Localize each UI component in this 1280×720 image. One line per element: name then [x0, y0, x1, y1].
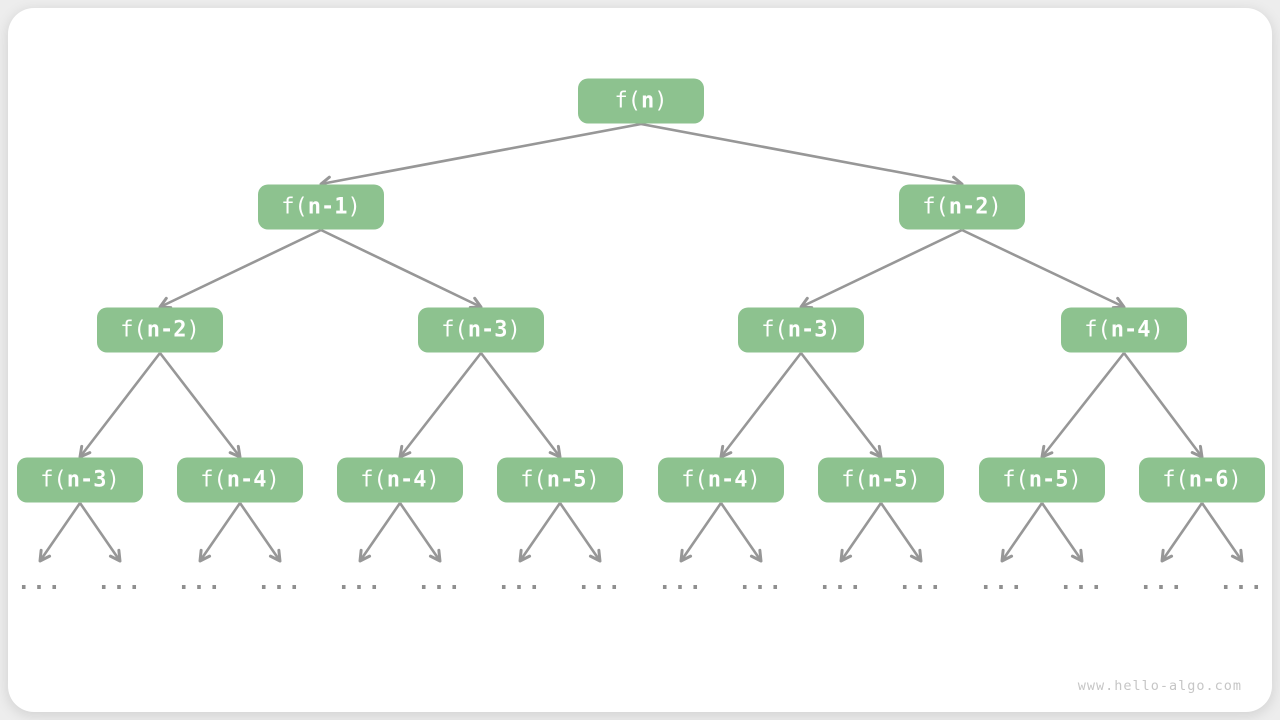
node-f-n-4: f(n-4)	[1061, 307, 1187, 353]
node-text-suffix: )	[747, 467, 761, 493]
node-text-arg: n-5	[1028, 467, 1069, 493]
node-text-prefix: f(	[40, 467, 67, 493]
node-text-arg: n-6	[1188, 467, 1229, 493]
node-text-suffix: )	[347, 194, 361, 220]
node-text-arg: n-3	[787, 317, 828, 343]
node-text-suffix: )	[1068, 467, 1082, 493]
node-f-n-5: f(n-5)	[979, 457, 1105, 503]
node-text-suffix: )	[654, 88, 668, 114]
node-text-prefix: f(	[922, 194, 949, 220]
node-f-n-5: f(n-5)	[818, 457, 944, 503]
node-text-arg: n-1	[307, 194, 348, 220]
node-text-prefix: f(	[520, 467, 547, 493]
node-f-n-2: f(n-2)	[97, 307, 223, 353]
node-text-suffix: )	[907, 467, 921, 493]
node-f-n-4: f(n-4)	[658, 457, 784, 503]
node-text-suffix: )	[1228, 467, 1242, 493]
node-text-arg: n-3	[66, 467, 107, 493]
node-text-prefix: f(	[681, 467, 708, 493]
node-f-n-4: f(n-4)	[337, 457, 463, 503]
node-text-arg: n-5	[867, 467, 908, 493]
node-f-n-5: f(n-5)	[497, 457, 623, 503]
node-f-n-2: f(n-2)	[899, 184, 1025, 230]
node-text-arg: n-2	[146, 317, 187, 343]
node-text-suffix: )	[1150, 317, 1164, 343]
node-text-prefix: f(	[614, 88, 642, 114]
node-f-n-3: f(n-3)	[418, 307, 544, 353]
node-text-arg: n-4	[226, 467, 267, 493]
node-text-arg: n-4	[707, 467, 748, 493]
node-text-suffix: )	[186, 317, 200, 343]
watermark: www.hello-algo.com	[1077, 678, 1242, 694]
node-text-suffix: )	[827, 317, 841, 343]
node-text-prefix: f(	[441, 317, 468, 343]
node-text-suffix: )	[586, 467, 600, 493]
node-f-n-1: f(n-1)	[258, 184, 384, 230]
node-text-suffix: )	[266, 467, 280, 493]
node-text-prefix: f(	[120, 317, 147, 343]
node-text-prefix: f(	[200, 467, 227, 493]
node-f-n-6: f(n-6)	[1139, 457, 1265, 503]
node-f-n: f(n)	[578, 78, 704, 124]
node-text-arg: n-5	[546, 467, 587, 493]
node-text-prefix: f(	[761, 317, 788, 343]
node-text-prefix: f(	[1162, 467, 1189, 493]
node-f-n-3: f(n-3)	[17, 457, 143, 503]
node-text-suffix: )	[106, 467, 120, 493]
node-text-suffix: )	[988, 194, 1002, 220]
node-text-suffix: )	[507, 317, 521, 343]
node-text-arg: n-3	[467, 317, 508, 343]
node-text-arg: n-4	[386, 467, 427, 493]
node-text-prefix: f(	[281, 194, 308, 220]
node-text-suffix: )	[426, 467, 440, 493]
node-text-prefix: f(	[360, 467, 387, 493]
node-f-n-4: f(n-4)	[177, 457, 303, 503]
node-text-arg: n	[641, 88, 655, 114]
node-text-arg: n-2	[948, 194, 989, 220]
node-f-n-3: f(n-3)	[738, 307, 864, 353]
node-text-arg: n-4	[1110, 317, 1151, 343]
node-text-prefix: f(	[1002, 467, 1029, 493]
node-text-prefix: f(	[841, 467, 868, 493]
node-text-prefix: f(	[1084, 317, 1111, 343]
